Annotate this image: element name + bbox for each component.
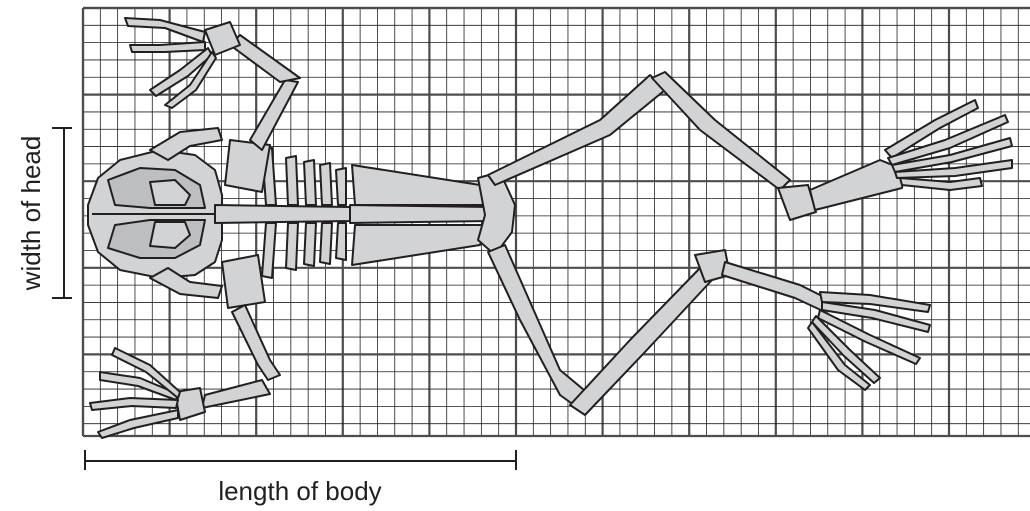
width-measure [52,128,72,298]
width-of-head-label: width of head [16,136,46,292]
frog-skeleton-icon [88,18,1012,438]
length-of-body-label: length of body [218,476,381,506]
length-measure [85,450,516,470]
